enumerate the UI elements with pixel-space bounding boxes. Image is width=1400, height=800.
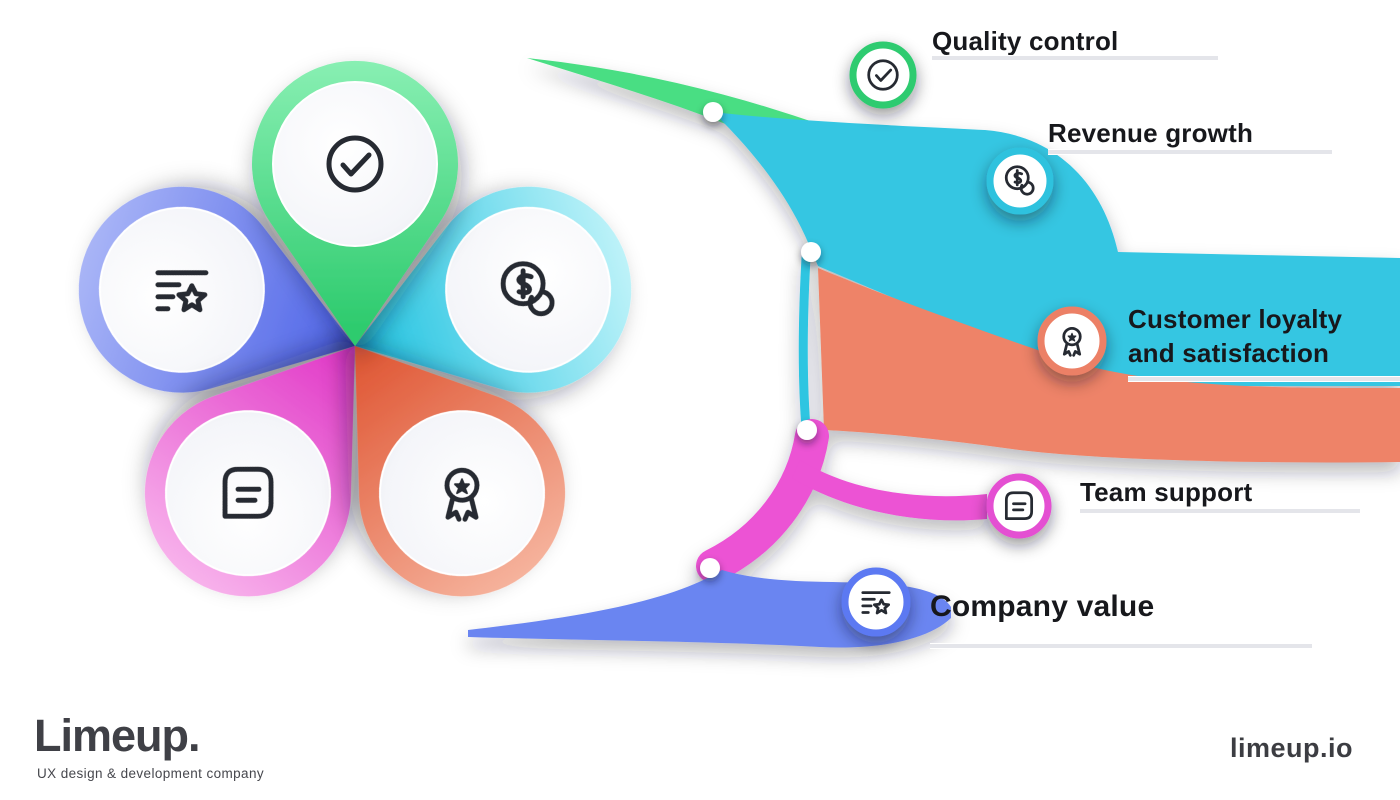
label-blue-text: Company value [930, 590, 1155, 623]
label-magenta-leader-line [1080, 508, 1360, 514]
petal-cyan [355, 186, 632, 393]
label-blue-leader-line [930, 643, 1312, 649]
swoosh-cyan-spine [798, 253, 811, 433]
label-cyan-text: Revenue growth [1048, 118, 1254, 148]
label-orange-line1: Customer loyalty [1128, 304, 1343, 334]
flower-diagram [78, 60, 632, 597]
node-magenta [986, 473, 1052, 539]
spine-dot-1 [703, 102, 723, 122]
petal-magenta [144, 346, 355, 597]
spine-dot-4 [700, 558, 720, 578]
swoosh-cyan [713, 112, 1400, 386]
swoosh-magenta-spine [696, 419, 829, 583]
spine-dot-2 [801, 242, 821, 262]
website-url: limeup.io [1230, 733, 1354, 763]
label-orange-line2: and satisfaction [1128, 338, 1330, 368]
label-orange: Customer loyalty and satisfaction [1128, 302, 1342, 370]
label-cyan-leader-line [1048, 149, 1332, 155]
node-orange [1037, 306, 1107, 376]
petal-blue [78, 186, 355, 393]
label-green-text: Quality control [932, 26, 1119, 56]
spine-dots [700, 102, 821, 578]
limeup-logo: Limeup. [34, 710, 201, 761]
label-orange-leader-line [1128, 376, 1400, 382]
petal-orange [355, 346, 566, 597]
label-cyan: Revenue growth [1048, 118, 1253, 149]
ribbon-swooshes [468, 58, 1400, 648]
swoosh-magenta-wing [792, 460, 987, 521]
node-cyan [986, 147, 1054, 215]
label-magenta-text: Team support [1080, 477, 1253, 507]
node-green [849, 41, 917, 109]
swoosh-orange [818, 268, 1400, 463]
brand-tagline: UX design & development company [37, 766, 265, 781]
spine-dot-3 [797, 420, 817, 440]
node-blue [841, 567, 911, 637]
label-green: Quality control [932, 26, 1118, 57]
petal-green [251, 60, 458, 346]
node-circles [841, 41, 1107, 637]
label-green-leader-line [932, 55, 1218, 61]
swoosh-blue [468, 570, 951, 648]
label-blue: Company value [930, 590, 1154, 624]
label-magenta: Team support [1080, 477, 1252, 508]
